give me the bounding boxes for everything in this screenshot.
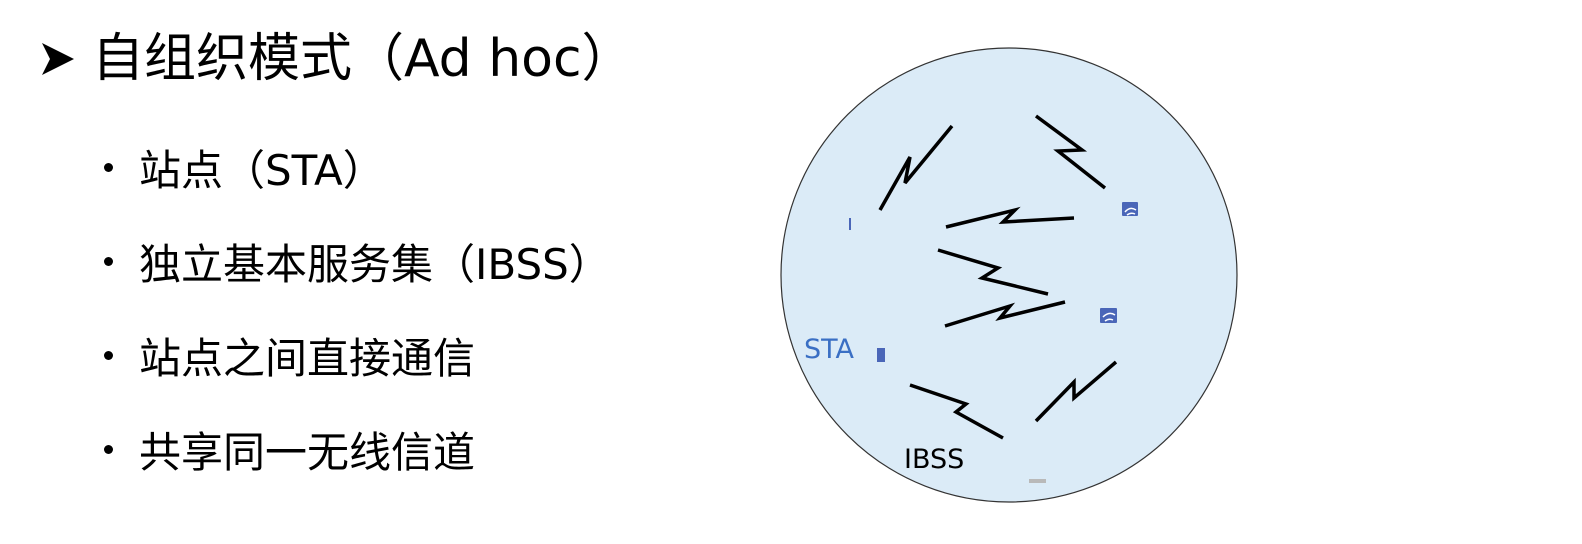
lightning-bolt-icon [944, 300, 1066, 328]
bullet-list: 站点（STA） 独立基本服务集（IBSS） 站点之间直接通信 共享同一无线信道 [104, 120, 611, 496]
station-icon [877, 348, 885, 362]
bullet-item: 站点之间直接通信 [104, 308, 611, 402]
bullet-text: 站点之间直接通信 [139, 333, 476, 383]
station-icon [1100, 308, 1117, 323]
bullet-dot-icon [104, 444, 113, 454]
ibss-diagram-canvas: STA IBSS [780, 47, 1238, 503]
bullet-item: 共享同一无线信道 [104, 402, 611, 496]
sta-label: STA [804, 334, 855, 365]
slide-title-row: 自组织模式（Ad hoc） [38, 24, 634, 94]
arrowhead-bullet-icon [42, 43, 74, 75]
slide-title: 自组织模式（Ad hoc） [92, 29, 634, 89]
station-icon [849, 218, 851, 230]
lightning-bolt-icon [937, 248, 1049, 296]
station-icon [1029, 479, 1046, 483]
ibss-coverage-area [780, 47, 1238, 503]
bullet-item: 站点（STA） [104, 120, 611, 214]
ibss-label: IBSS [904, 444, 964, 475]
bullet-text: 共享同一无线信道 [139, 427, 476, 477]
lightning-bolt-icon [1034, 114, 1107, 190]
bullet-item: 独立基本服务集（IBSS） [104, 214, 611, 308]
lightning-bolt-icon [909, 383, 1004, 440]
lightning-bolt-icon [1034, 360, 1118, 423]
bullet-dot-icon [104, 256, 113, 266]
bullet-dot-icon [104, 162, 113, 172]
bullet-text: 独立基本服务集（IBSS） [139, 239, 611, 289]
bullet-dot-icon [104, 350, 113, 360]
ibss-diagram: STA IBSS [770, 40, 1250, 510]
bullet-text: 站点（STA） [139, 145, 385, 195]
lightning-bolt-icon [945, 206, 1075, 229]
lightning-bolt-icon [878, 124, 954, 211]
station-icon [1122, 202, 1138, 216]
